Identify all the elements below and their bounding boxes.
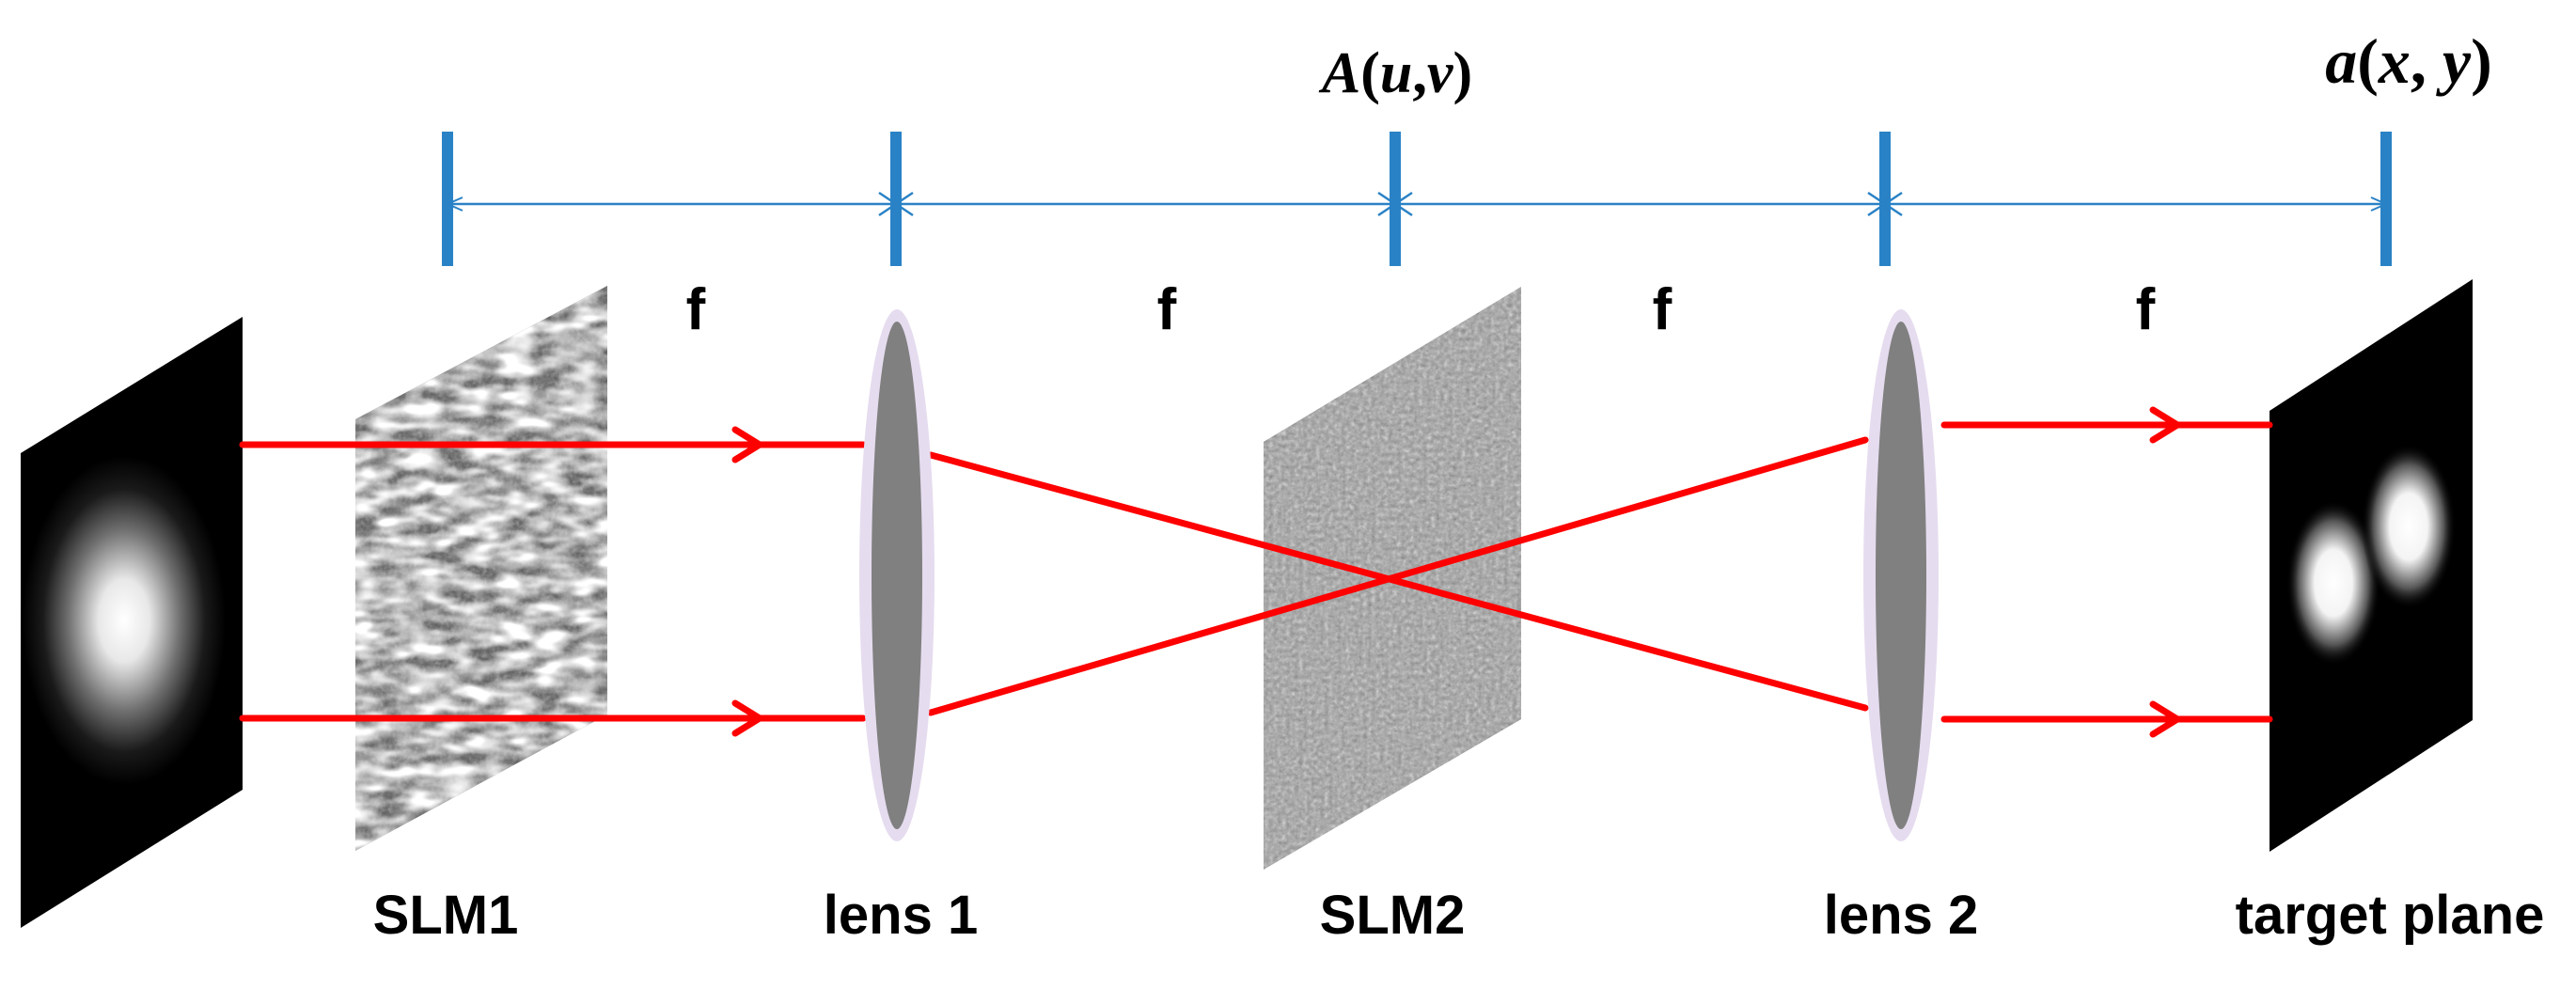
- beam-arrow-3: [2149, 406, 2184, 444]
- gaussian-source-panel: [21, 317, 243, 928]
- beam-arrow-2: [731, 699, 766, 737]
- slm1-panel: [355, 286, 607, 851]
- lens-1: [859, 309, 935, 841]
- output-field-label: a(x, y): [2325, 25, 2492, 97]
- slm1-label: SLM1: [373, 885, 519, 946]
- focal-distance-scale: [442, 132, 2392, 266]
- beam-cross-down: [927, 451, 1869, 712]
- target-plane-label: target plane: [2236, 885, 2545, 946]
- beam-arrow-1: [731, 426, 766, 463]
- target-plane-panel: [2270, 279, 2473, 852]
- focal-length-label-1: f: [686, 277, 706, 342]
- tick-slm2: [1390, 132, 1401, 266]
- output-spot-right: [2362, 444, 2456, 609]
- output-spot-left: [2286, 500, 2380, 666]
- slm2-label: SLM2: [1320, 885, 1466, 946]
- tick-lens2: [1879, 132, 1891, 266]
- focal-length-label-2: f: [1157, 277, 1177, 342]
- focal-length-label-3: f: [1653, 277, 1673, 342]
- beam-cross-up: [927, 436, 1869, 716]
- lens2-label: lens 2: [1824, 885, 1978, 946]
- lens-2: [1863, 309, 1939, 841]
- lens1-label: lens 1: [824, 885, 978, 946]
- tick-target: [2380, 132, 2392, 266]
- beam-paths: [239, 406, 2273, 738]
- beam-arrow-4: [2149, 700, 2184, 738]
- fourier-field-label: A(u,v): [1318, 41, 1472, 105]
- tick-slm1: [442, 132, 453, 266]
- tick-lens1: [890, 132, 902, 266]
- focal-length-label-4: f: [2136, 277, 2156, 342]
